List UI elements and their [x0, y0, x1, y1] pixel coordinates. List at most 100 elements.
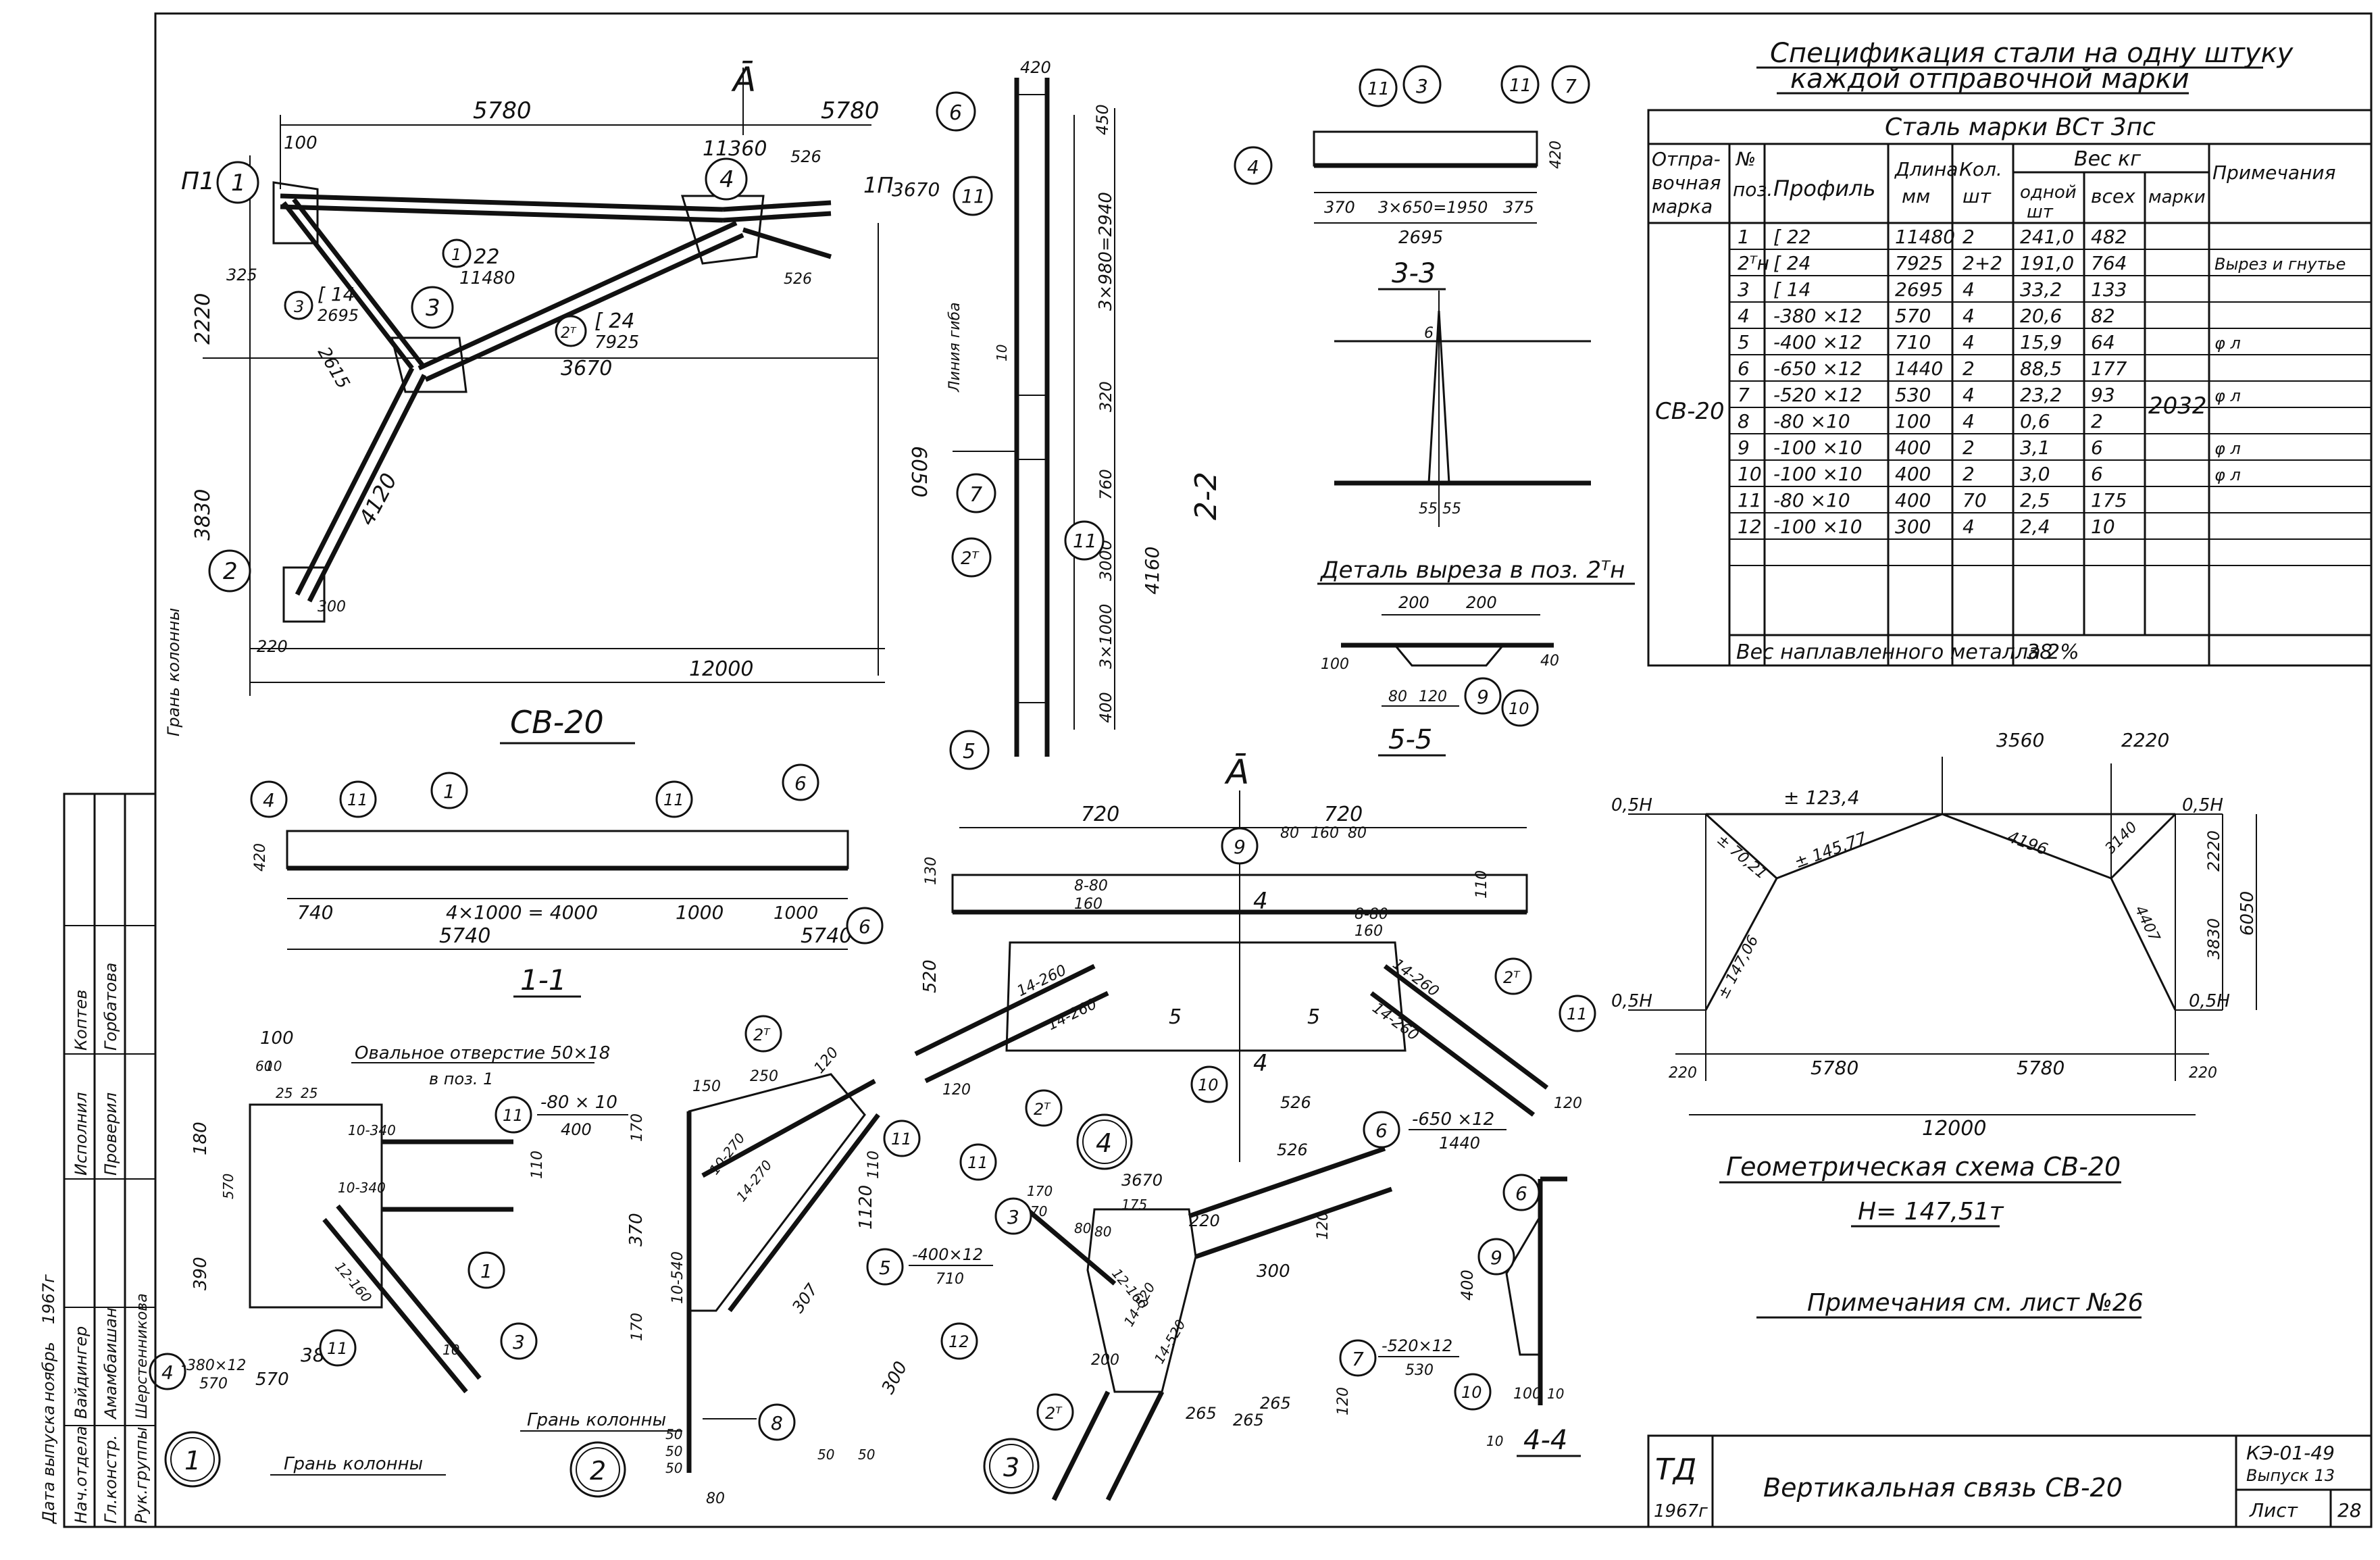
n2-callout-11	[883, 1119, 921, 1157]
n4-dim-3670: 3670	[1121, 1171, 1163, 1190]
side-name-2: Шерстенникова	[134, 1293, 151, 1419]
v11-callout-1	[430, 772, 468, 809]
spec-row-4-all: 64	[2091, 331, 2115, 353]
v55-dim-200a: 200	[1398, 593, 1429, 612]
svg-text:1: 1	[480, 1260, 492, 1282]
main-dim-325: 325	[226, 266, 257, 284]
n1-dim-60: 60	[255, 1058, 272, 1074]
svg-text:10: 10	[1461, 1383, 1482, 1402]
spec-row-5-pos: 6	[1738, 357, 1750, 380]
svg-text:2ᵀ: 2ᵀ	[961, 549, 980, 569]
stamp-sheet-label: Лист	[2249, 1499, 2298, 1521]
n4-callout-node	[1076, 1113, 1133, 1170]
spec-row-5-qty: 2	[1963, 357, 1975, 380]
svg-text:11: 11	[1073, 530, 1097, 552]
side-role-0: Нач.отдела	[72, 1426, 91, 1524]
n4-cut-5-left: 5	[1169, 1005, 1182, 1029]
spec-row-9-one: 3,0	[2020, 463, 2050, 485]
n4-callout-11a	[959, 1143, 997, 1181]
spec-row-2-len: 2695	[1895, 278, 1943, 301]
main-dim-5780-left: 5780	[473, 97, 532, 124]
main-m3-profile: [ 14	[318, 283, 355, 305]
spec-row-8-qty: 2	[1963, 436, 1975, 459]
callout-4-main-text: 4	[719, 166, 734, 193]
v22-label: 2-2	[1189, 472, 1223, 520]
n4-cut-5-right: 5	[1307, 1005, 1320, 1029]
v44-dim-10b: 10	[1547, 1386, 1564, 1402]
geo-load-tl: 0,5Н	[1611, 795, 1652, 815]
v44-callout-6	[1502, 1174, 1540, 1211]
v22-dim-320: 320	[1096, 381, 1115, 412]
v11-callout-4	[250, 780, 288, 818]
v55-dim-100: 100	[1321, 656, 1349, 673]
spec-row-9-profile: -100 ×10	[1773, 463, 1863, 485]
spec-row-6-one: 23,2	[2020, 384, 2062, 406]
svg-text:2ᵀ: 2ᵀ	[561, 325, 577, 342]
main-dim-3670: 3670	[561, 357, 612, 380]
v55-label: 5-5	[1388, 724, 1432, 755]
v11-callout-11a	[339, 780, 377, 818]
n2-dim-307: 307	[788, 1280, 822, 1316]
n1-callout-4	[149, 1353, 186, 1390]
n3-callout-2T	[1036, 1393, 1074, 1431]
spec-row-6-qty: 4	[1963, 384, 1975, 406]
svg-text:1: 1	[451, 245, 461, 264]
n4-dim-80a: 80	[1280, 825, 1299, 842]
n4-plate6-length: 1440	[1439, 1134, 1480, 1153]
sheet-frame	[154, 12, 2373, 1528]
svg-text:11: 11	[347, 790, 368, 809]
side-stamp: Нач.отдела Гл.констр. Рук.группы Вайдинг…	[39, 792, 157, 1528]
v11-callout-6b	[846, 907, 884, 945]
spec-row-3-one: 20,6	[2020, 305, 2062, 327]
geo-h: Н= 147,51т	[1858, 1198, 2004, 1226]
n3-dim-80b: 80	[1094, 1224, 1111, 1240]
node-4: Ā 720 720 80 160 80 8-80 160 8-80 160 13…	[914, 753, 1596, 1190]
main-dim-5780-right: 5780	[821, 97, 880, 124]
v44-label: 4-4	[1523, 1425, 1567, 1456]
n4-dim-14-260b: 14-260	[1045, 996, 1100, 1034]
n1-dim-100: 100	[260, 1028, 294, 1049]
main-m1-length: 11480	[459, 268, 515, 288]
spec-row-4-pos: 5	[1738, 331, 1750, 353]
hdr-len-1: мм	[1902, 185, 1930, 207]
callout-pos3	[284, 291, 313, 320]
svg-text:1: 1	[184, 1446, 201, 1476]
n2-plate5-length: 710	[936, 1271, 964, 1288]
view-5-5: 200 200 100 80 120 40 9 10 5-5	[1321, 593, 1559, 757]
v55-dim-120: 120	[1419, 688, 1447, 705]
geo-dim-6050: 6050	[2237, 891, 2258, 936]
svg-text:2ᵀ: 2ᵀ	[753, 1026, 771, 1045]
main-m2-length: 7925	[594, 332, 639, 353]
n1-dim-570v: 570	[220, 1174, 236, 1199]
n1-callout-3	[500, 1322, 538, 1360]
v22-dim-420: 420	[1020, 58, 1051, 77]
spec-row-3-qty: 4	[1963, 305, 1975, 327]
v55-dim-200b: 200	[1466, 593, 1497, 612]
svg-text:2ᵀ: 2ᵀ	[1503, 968, 1521, 987]
spec-row-4-note: φ л	[2214, 334, 2241, 353]
spec-row-7-profile: -80 ×10	[1773, 410, 1850, 432]
n1-dim-110: 110	[529, 1151, 546, 1179]
main-dim-526b: 526	[784, 271, 812, 288]
v22-num-10: 10	[994, 345, 1010, 361]
svg-text:11: 11	[891, 1130, 912, 1149]
main-dim-2615: 2615	[313, 344, 353, 393]
n4-callout-2Tb	[1494, 957, 1532, 995]
n4-dim-526b: 526	[1277, 1140, 1308, 1159]
svg-text:12: 12	[948, 1332, 969, 1351]
spec-row-6-pos: 7	[1738, 384, 1750, 406]
n4-dim-160a: 160	[1074, 896, 1103, 913]
spec-row-10-all: 175	[2091, 489, 2127, 511]
spec-row-1-len: 7925	[1895, 252, 1943, 274]
n2-dim-370: 370	[626, 1213, 647, 1247]
v55-callout-10	[1501, 689, 1539, 727]
main-dim-11360: 11360	[703, 137, 767, 161]
n3-dim-265a: 265	[1260, 1394, 1291, 1413]
callout-pos2	[555, 315, 587, 347]
geo-force-145: ± 145,77	[1792, 828, 1869, 872]
spec-row-8-pos: 9	[1738, 436, 1750, 459]
svg-text:11: 11	[327, 1339, 348, 1358]
spec-row-0-all: 482	[2091, 226, 2127, 248]
svg-text:11: 11	[503, 1106, 524, 1125]
spec-row-10-qty: 70	[1963, 489, 1987, 511]
